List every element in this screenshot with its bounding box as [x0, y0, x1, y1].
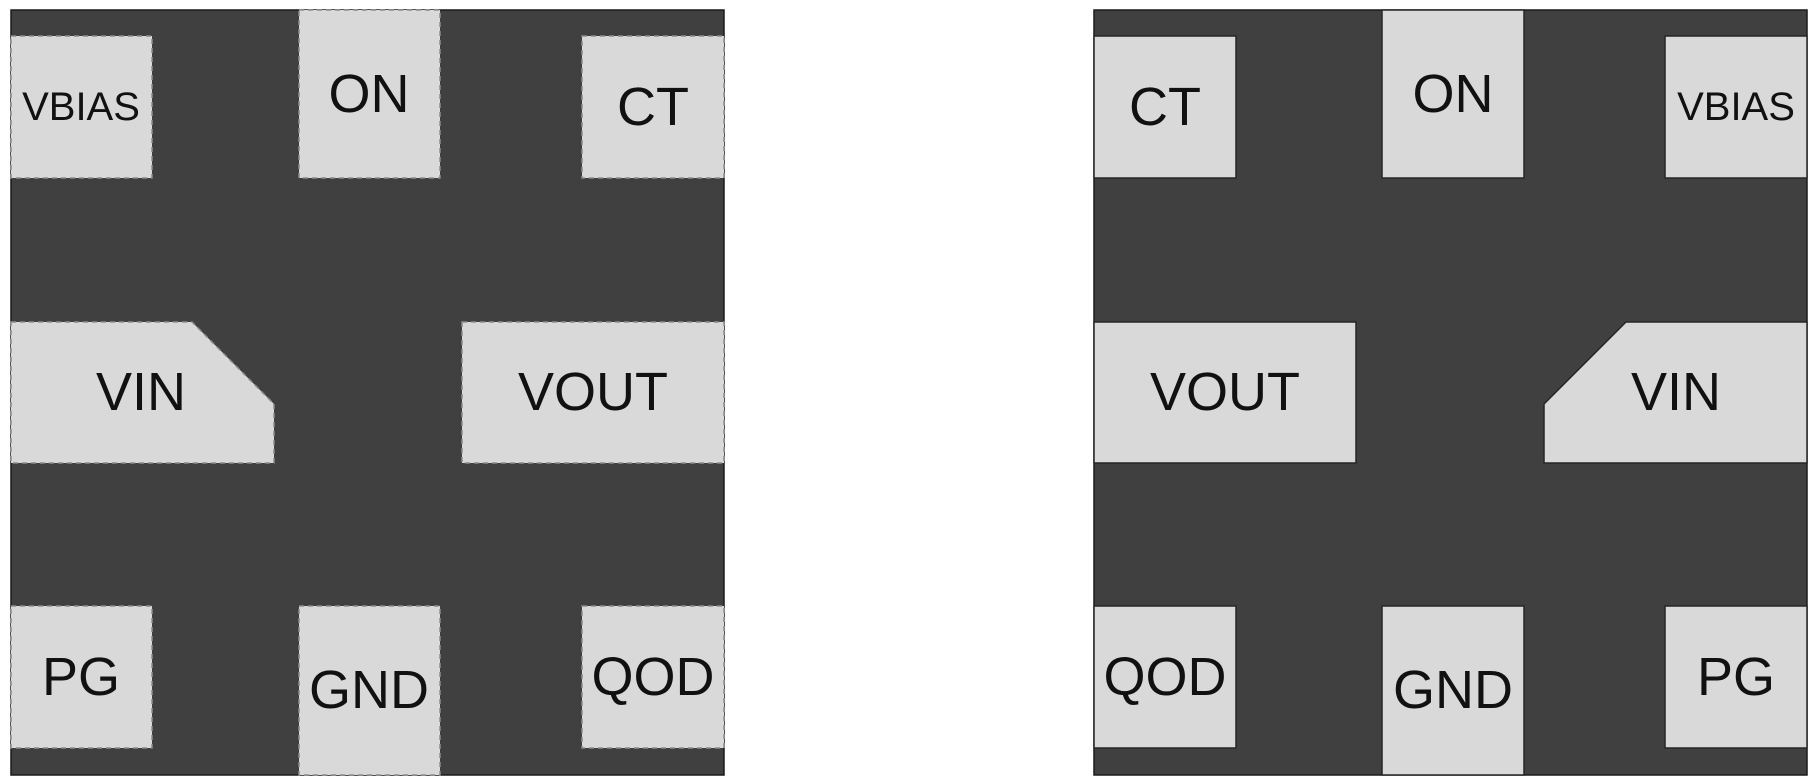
- top-pad-gnd: [298, 605, 441, 776]
- top-pad-qod: [581, 605, 725, 749]
- bottom-pad-vin: [1543, 321, 1808, 464]
- top-pad-vin: [10, 321, 275, 464]
- bottom-pin-label-on: ON: [1413, 64, 1494, 124]
- bottom-pad-vout: [1093, 321, 1357, 464]
- bottom-pad-ct: [1093, 35, 1237, 179]
- top-pin-label-qod: QOD: [591, 647, 714, 707]
- top-pin-label-vbias: VBIAS: [22, 85, 140, 129]
- top-pad-pg: [10, 605, 153, 749]
- bottom-pin-label-qod: QOD: [1103, 647, 1226, 707]
- bottom-pad-gnd: [1381, 605, 1525, 776]
- top-pin-label-on: ON: [329, 64, 410, 124]
- top-pad-on: [298, 9, 441, 179]
- bottom-view-package: CT ON VBIAS VOUT VIN QOD GND PG: [1093, 9, 1808, 776]
- top-pin-label-ct: CT: [617, 77, 689, 137]
- bottom-pin-label-pg: PG: [1697, 647, 1775, 707]
- top-pin-label-vin: VIN: [96, 362, 186, 422]
- bottom-pad-on: [1381, 9, 1525, 179]
- bottom-pin-label-gnd: GND: [1393, 660, 1513, 720]
- bottom-pin-label-vout: VOUT: [1150, 362, 1300, 422]
- top-pin-label-pg: PG: [42, 647, 120, 707]
- top-pad-vout: [461, 321, 725, 464]
- top-pad-vbias: [10, 35, 153, 179]
- bottom-pin-label-vin: VIN: [1631, 362, 1721, 422]
- bottom-pin-label-ct: CT: [1129, 77, 1201, 137]
- bottom-pad-pg: [1664, 605, 1808, 749]
- top-pin-label-vout: VOUT: [518, 362, 668, 422]
- bottom-pad-vbias: [1664, 35, 1808, 179]
- top-view-package: VBIAS ON CT VIN VOUT PG GND QOD: [10, 9, 725, 776]
- bottom-pin-label-vbias: VBIAS: [1677, 85, 1795, 129]
- top-pad-ct: [581, 35, 725, 179]
- bottom-pad-qod: [1093, 605, 1237, 749]
- top-pin-label-gnd: GND: [309, 660, 429, 720]
